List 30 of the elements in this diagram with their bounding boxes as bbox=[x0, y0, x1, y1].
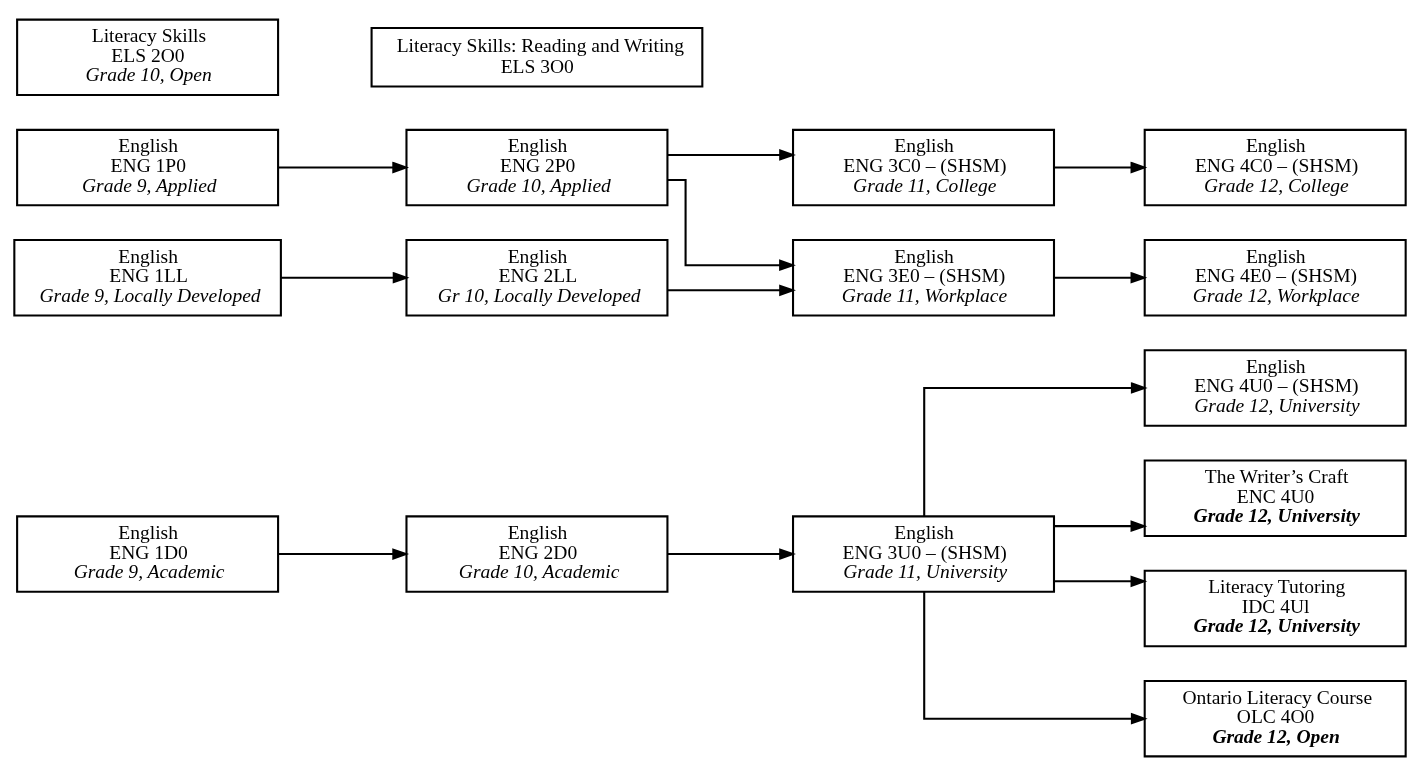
arrow bbox=[667, 548, 796, 560]
node-box: English ENG 2LL Gr 10, Locally Developed bbox=[405, 239, 669, 317]
node-box: English ENG 2D0 Grade 10, Academic bbox=[405, 515, 669, 593]
node-box: Ontario Literacy Course OLC 4O0 Grade 12, Open bbox=[1143, 680, 1407, 758]
arrow bbox=[667, 149, 796, 161]
node-box: English ENG 3C0 – (SHSM) Grade 11, College bbox=[792, 128, 1056, 207]
node-box: English ENG 2P0 Grade 10, Applied bbox=[405, 128, 669, 207]
arrow bbox=[1054, 520, 1148, 533]
arrow bbox=[1054, 161, 1148, 174]
node-box: English ENG 1D0 Grade 9, Academic bbox=[16, 515, 280, 593]
arrow bbox=[667, 284, 796, 297]
arrow bbox=[1054, 575, 1148, 588]
arrow bbox=[923, 382, 1148, 517]
arrow bbox=[667, 179, 796, 272]
node-box: Literacy Skills: Reading and Writing ELS 3O0 bbox=[370, 26, 704, 88]
arrow bbox=[281, 271, 410, 284]
node-box: Literacy Tutoring IDC 4Ul Grade 12, University bbox=[1143, 569, 1407, 648]
arrow bbox=[1054, 271, 1148, 284]
node-box: Literacy Skills ELS 2O0 Grade 10, Open bbox=[16, 18, 280, 96]
node-box: English ENG 3U0 – (SHSM) Grade 11, University bbox=[792, 515, 1056, 593]
arrow bbox=[923, 591, 1148, 725]
node-box: English ENG 4E0 – (SHSM) Grade 12, Workplace bbox=[1143, 239, 1407, 317]
node-box: English ENG 1LL Grade 9, Locally Developed bbox=[13, 239, 282, 317]
node-box: English ENG 4C0 – (SHSM) Grade 12, College bbox=[1143, 128, 1407, 207]
node-box: English ENG 3E0 – (SHSM) Grade 11, Workplace bbox=[792, 239, 1056, 317]
node-box: English ENG 1P0 Grade 9, Applied bbox=[16, 128, 280, 207]
node-box: English ENG 4U0 – (SHSM) Grade 12, University bbox=[1143, 349, 1407, 427]
node-box: The Writer’s Craft ENC 4U0 Grade 12, University bbox=[1143, 459, 1407, 537]
arrow bbox=[278, 548, 410, 560]
arrow bbox=[278, 161, 410, 174]
